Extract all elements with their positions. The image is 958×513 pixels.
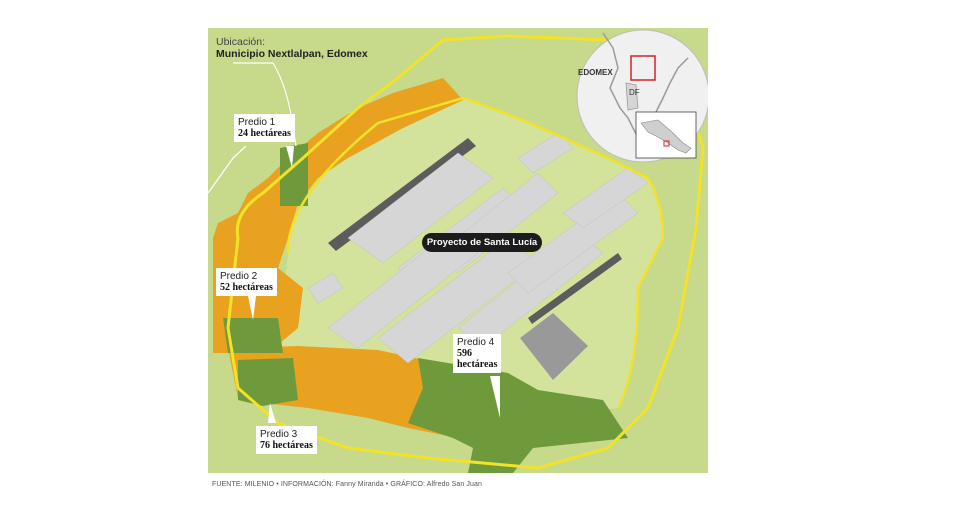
runway-1	[328, 138, 476, 251]
plot-3-area-label: 76 hectáreas	[260, 440, 313, 451]
plot-2-name: Predio 2	[220, 271, 258, 282]
plot-3-callout: Predio 3 76 hectáreas	[256, 426, 317, 454]
plot-1-pointer	[286, 146, 294, 168]
location-value: Municipio Nextlalpan, Edomex	[216, 48, 368, 60]
plot-1-callout: Predio 1 24 hectáreas	[234, 114, 295, 142]
plot-2-callout: Predio 2 52 hectáreas	[216, 268, 277, 296]
plot-3-area	[238, 358, 298, 406]
plot-4-area	[408, 358, 628, 473]
plot-4-name: Predio 4	[457, 337, 495, 348]
plot-2-area	[223, 318, 283, 353]
boundary-outer	[226, 34, 705, 470]
source-credit: FUENTE: MILENIO • INFORMACIÓN: Fanny Mir…	[212, 481, 483, 488]
inset-city-label: DF	[629, 88, 640, 97]
country-highlight	[663, 140, 670, 147]
plot-4-area-line2: hectáreas	[457, 359, 498, 370]
road-2	[208, 145, 247, 194]
inset-state-label: EDOMEX	[578, 68, 613, 77]
country-shape	[640, 119, 692, 154]
map: Ubicación: Municipio Nextlalpan, Edomex …	[208, 28, 708, 473]
project-label: Proyecto de Santa Lucía	[422, 233, 542, 252]
airport-buildings	[307, 132, 649, 364]
plot-1-name: Predio 1	[238, 117, 276, 128]
boundary-inner	[286, 96, 665, 409]
plot-3-pointer	[268, 403, 276, 423]
plot-4-callout: Predio 4 596 hectáreas	[453, 334, 502, 373]
plot-3-name: Predio 3	[260, 429, 298, 440]
plot-4-pointer	[490, 376, 500, 418]
location-title: Ubicación:	[216, 36, 266, 48]
plot-4-area-line1: 596	[457, 348, 472, 359]
plot-2-pointer	[248, 296, 256, 320]
inset-df	[625, 82, 639, 111]
map-base	[208, 28, 708, 473]
inset-highlight	[630, 55, 656, 81]
plot-1-area-label: 24 hectáreas	[238, 128, 291, 139]
plot-2-area-label: 52 hectáreas	[220, 282, 273, 293]
terminal-building	[520, 313, 588, 380]
runway-2	[528, 253, 622, 324]
